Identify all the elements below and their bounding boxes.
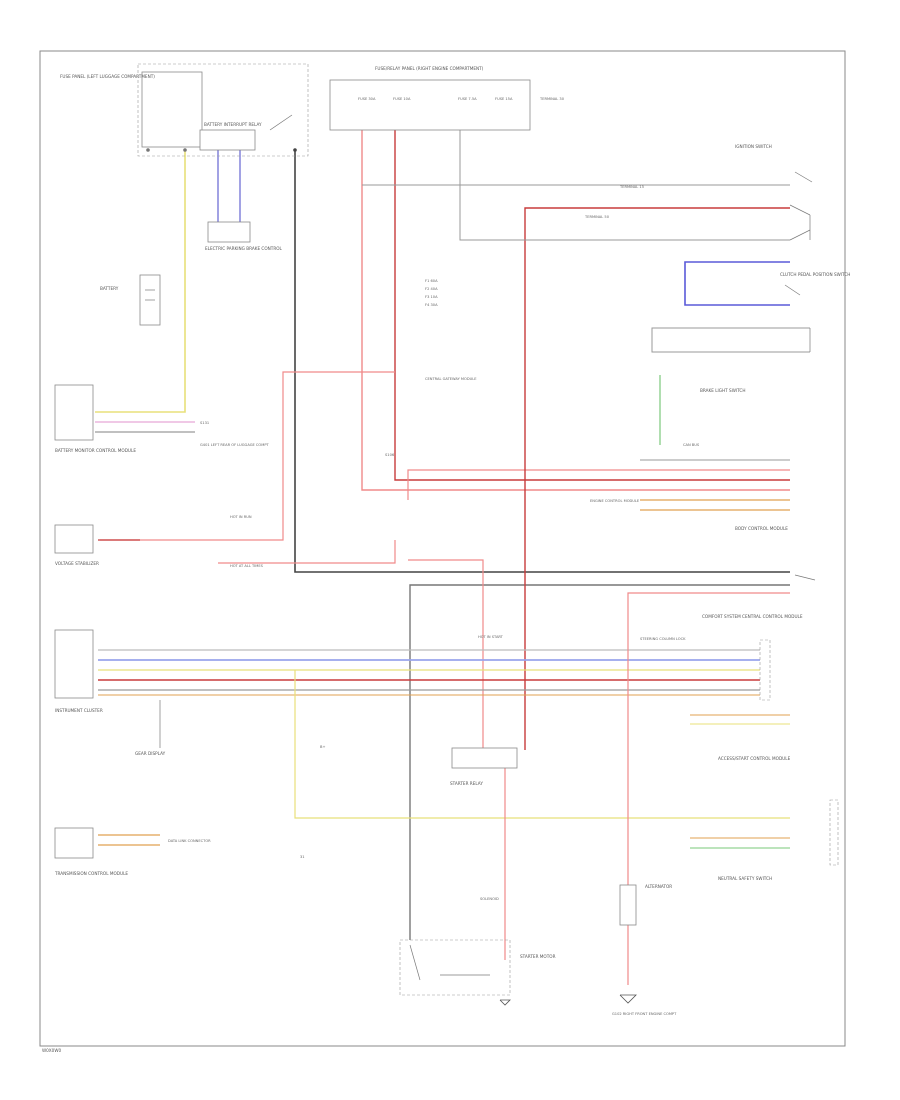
wire-red-fuse-c	[407, 469, 790, 500]
label-central-gateway: CENTRAL GATEWAY MODULE	[425, 377, 477, 381]
label-can-bus: CAN BUS	[683, 443, 700, 447]
label-ignition-switch: IGNITION SWITCH	[735, 144, 772, 149]
label-f3: F3 10A	[425, 295, 438, 299]
wire-red-stabilizer	[100, 371, 395, 541]
label-s106: S106	[385, 453, 395, 457]
label-instrument-cluster: INSTRUMENT CLUSTER	[55, 708, 103, 713]
label-starter-motor: STARTER MOTOR	[520, 954, 556, 959]
comfort-system-module: COMFORT SYSTEM CENTRAL CONTROL MODULE AC…	[640, 614, 839, 881]
label-brake-switch: BRAKE LIGHT SWITCH	[700, 388, 745, 393]
label-fuse-relay-box: FUSE/RELAY PANEL (RIGHT ENGINE COMPARTME…	[375, 66, 484, 71]
label-auto-signal: ELECTRIC PARKING BRAKE CONTROL	[205, 246, 283, 251]
label-ground-right: G102 RIGHT FRONT ENGINE COMPT	[612, 1012, 677, 1016]
fuse-legend: F1 60A F2 40A F3 10A F4 30A CENTRAL GATE…	[385, 279, 504, 639]
label-voltage-stabilizer: VOLTAGE STABILIZER	[55, 561, 99, 566]
label-alternator: ALTERNATOR	[645, 884, 672, 889]
label-data-link: DATA LINK CONNECTOR	[168, 839, 211, 843]
label-f1: F1 60A	[425, 279, 438, 283]
label-starter-solenoid: SOLENOID	[480, 897, 499, 901]
wire-red-fuse-a	[361, 130, 790, 491]
wire-stubs-lower-right	[98, 539, 790, 849]
label-body-control: BODY CONTROL MODULE	[735, 526, 788, 531]
brake-light-switch: BRAKE LIGHT SWITCH	[700, 327, 811, 393]
wire-yellow-long	[294, 670, 790, 819]
fuse-panel-left: FUSE PANEL (LEFT LUGGAGE COMPARTMENT)	[60, 63, 309, 157]
label-starter-relay: STARTER RELAY	[450, 781, 483, 786]
label-battery-interrupt-relay: BATTERY INTERRUPT RELAY	[204, 122, 262, 127]
ignition-switch: IGNITION SWITCH TERMINAL 15 TERMINAL 50	[584, 144, 813, 219]
label-fuse-top-4: FUSE 15A	[495, 97, 513, 101]
label-fuse-top-2: FUSE 10A	[393, 97, 411, 101]
label-f2: F2 40A	[425, 287, 438, 291]
wire-red-relay-right	[524, 207, 790, 750]
wire-blue-loop	[684, 261, 790, 306]
label-terminal-50: TERMINAL 50	[584, 215, 610, 219]
label-battery-sensor: BATTERY MONITOR CONTROL MODULE	[55, 448, 136, 453]
starter-relay: STARTER RELAY B+ 31	[300, 745, 518, 859]
label-comfort-system: COMFORT SYSTEM CENTRAL CONTROL MODULE	[702, 614, 803, 619]
wire-group	[95, 130, 790, 985]
label-terminal-b: B+	[320, 745, 325, 749]
diagram-frame	[39, 50, 846, 1047]
wire-red-stabilizer2	[218, 540, 396, 564]
fuse-relay-box-top: FUSE/RELAY PANEL (RIGHT ENGINE COMPARTME…	[329, 66, 565, 131]
label-g-left-rear: G401 LEFT REAR OF LUGGAGE COMPT	[200, 443, 270, 447]
label-clutch-switch: CLUTCH PEDAL POSITION SWITCH	[780, 272, 850, 277]
wire-red-fuse-b	[394, 130, 790, 481]
wire-gray-top2	[459, 130, 790, 241]
label-steering-lock: STEERING COLUMN LOCK	[640, 637, 686, 641]
wire-harness-lower	[98, 649, 760, 696]
voltage-stabilizer: VOLTAGE STABILIZER HOT IN RUN HOT AT ALL…	[54, 515, 264, 568]
wire-gray-starter	[409, 584, 790, 940]
label-f4: F4 30A	[425, 303, 438, 307]
pyro-fuse-component: ELECTRIC PARKING BRAKE CONTROL	[205, 221, 283, 251]
alternator: ALTERNATOR G102 RIGHT FRONT ENGINE COMPT	[612, 884, 677, 1016]
label-hot-at-all-times: HOT AT ALL TIMES	[230, 564, 264, 568]
figure-code: W0X0W0	[42, 1048, 61, 1053]
label-transmission-control: TRANSMISSION CONTROL MODULE	[54, 871, 128, 876]
clutch-pedal-switch: CLUTCH PEDAL POSITION SWITCH	[780, 204, 850, 296]
label-engine-control: ENGINE CONTROL MODULE	[590, 499, 640, 503]
wire-yellow-battery	[95, 150, 186, 413]
label-terminal-31: 31	[300, 855, 305, 859]
label-hot-in-start: HOT IN START	[478, 635, 504, 639]
wire-black-main	[294, 150, 790, 573]
engine-control-module: CAN BUS ENGINE CONTROL MODULE BODY CONTR…	[590, 443, 816, 581]
wire-red-relay-right2	[408, 559, 484, 750]
label-terminal-15: TERMINAL 15	[619, 185, 644, 189]
battery-interrupt-relay: BATTERY INTERRUPT RELAY	[199, 114, 297, 152]
battery-monitor-module: BATTERY MONITOR CONTROL MODULE S131 G401…	[54, 384, 270, 453]
wire-gray-loop	[651, 327, 790, 353]
label-s131: S131	[200, 421, 209, 425]
instrument-cluster: INSTRUMENT CLUSTER GEAR DISPLAY	[54, 629, 166, 756]
starter-motor: STARTER MOTOR SOLENOID	[399, 897, 556, 1006]
wire-red-alternator	[627, 592, 790, 985]
label-neutral-switch: NEUTRAL SAFETY SWITCH	[718, 876, 772, 881]
label-access-start: ACCESS/START CONTROL MODULE	[718, 756, 791, 761]
label-terminal-30: TERMINAL 30	[539, 97, 565, 101]
label-fuse-panel-left: FUSE PANEL (LEFT LUGGAGE COMPARTMENT)	[60, 74, 155, 79]
label-fuse-top-1: FUSE 30A	[358, 97, 376, 101]
transmission-control-module: TRANSMISSION CONTROL MODULE DATA LINK CO…	[54, 827, 211, 876]
label-gear-display: GEAR DISPLAY	[135, 751, 166, 756]
battery-symbol: BATTERY	[100, 274, 161, 326]
wire-bundle-right	[640, 459, 790, 511]
label-fuse-top-3: FUSE 7.5A	[458, 97, 477, 101]
label-hot-in-run: HOT IN RUN	[230, 515, 252, 519]
label-battery: BATTERY	[100, 286, 119, 291]
